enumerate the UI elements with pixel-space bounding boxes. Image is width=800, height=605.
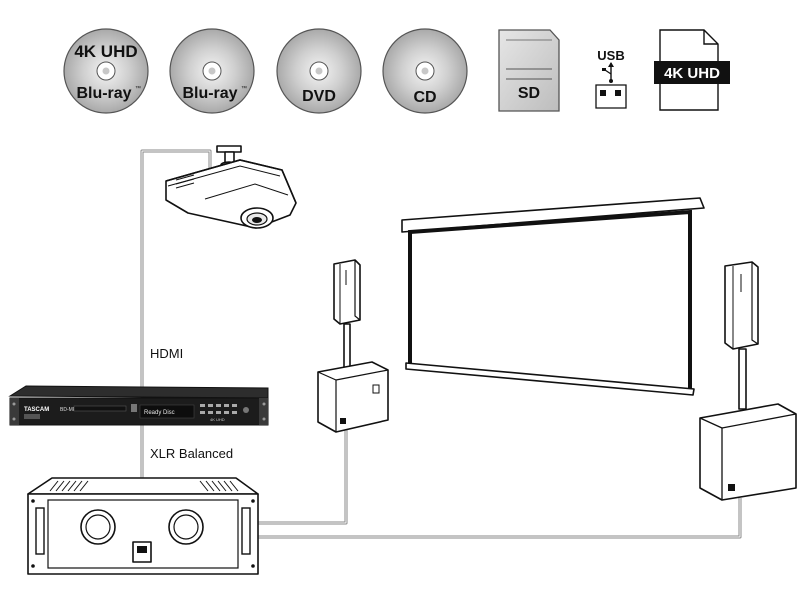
player-display: Ready Disc xyxy=(144,410,175,416)
dvd-label: DVD xyxy=(302,88,336,105)
amp-knob-left xyxy=(80,509,116,545)
player-brand: TASCAM xyxy=(24,407,49,413)
speaker-cable-left xyxy=(257,430,348,525)
usb-label: USB xyxy=(597,48,624,63)
projector xyxy=(165,145,297,229)
cd-disc-icon: CD xyxy=(382,28,468,114)
bluray-player: TASCAM BD-MP4K Ready Disc 4K UHD xyxy=(8,385,269,426)
file-label: 4K UHD xyxy=(664,65,720,82)
usb-stick-icon: USB xyxy=(595,48,627,109)
sd-card-icon: SD xyxy=(498,29,560,112)
dvd-disc-icon: DVD xyxy=(276,28,362,114)
amp-knob-right xyxy=(168,509,204,545)
bluray-label: Blu-ray xyxy=(182,85,237,102)
video-file-icon: 4K UHD xyxy=(654,29,730,111)
projection-screen xyxy=(401,197,705,396)
bluray-disc-icon: Blu-ray ™ xyxy=(169,28,255,114)
uhd-bluray-trademark: ™ xyxy=(135,85,141,92)
player-badge: 4K UHD xyxy=(210,417,225,422)
hdmi-label: HDMI xyxy=(150,346,183,361)
player-buttons xyxy=(200,404,249,414)
power-amplifier xyxy=(27,477,259,575)
speaker-left xyxy=(317,259,389,433)
uhd-bluray-line1: 4K UHD xyxy=(74,42,137,61)
xlr-label: XLR Balanced xyxy=(150,446,233,461)
uhd-bluray-line2: Blu-ray xyxy=(76,85,131,102)
cd-label: CD xyxy=(413,89,436,106)
bluray-trademark: ™ xyxy=(241,85,247,92)
speaker-cable-right xyxy=(257,498,742,539)
player-model: BD-MP4K xyxy=(60,407,83,413)
uhd-bluray-disc-icon: 4K UHD Blu-ray ™ xyxy=(63,28,149,114)
sd-label: SD xyxy=(518,85,540,102)
cables xyxy=(140,149,742,539)
speaker-right xyxy=(699,261,797,501)
